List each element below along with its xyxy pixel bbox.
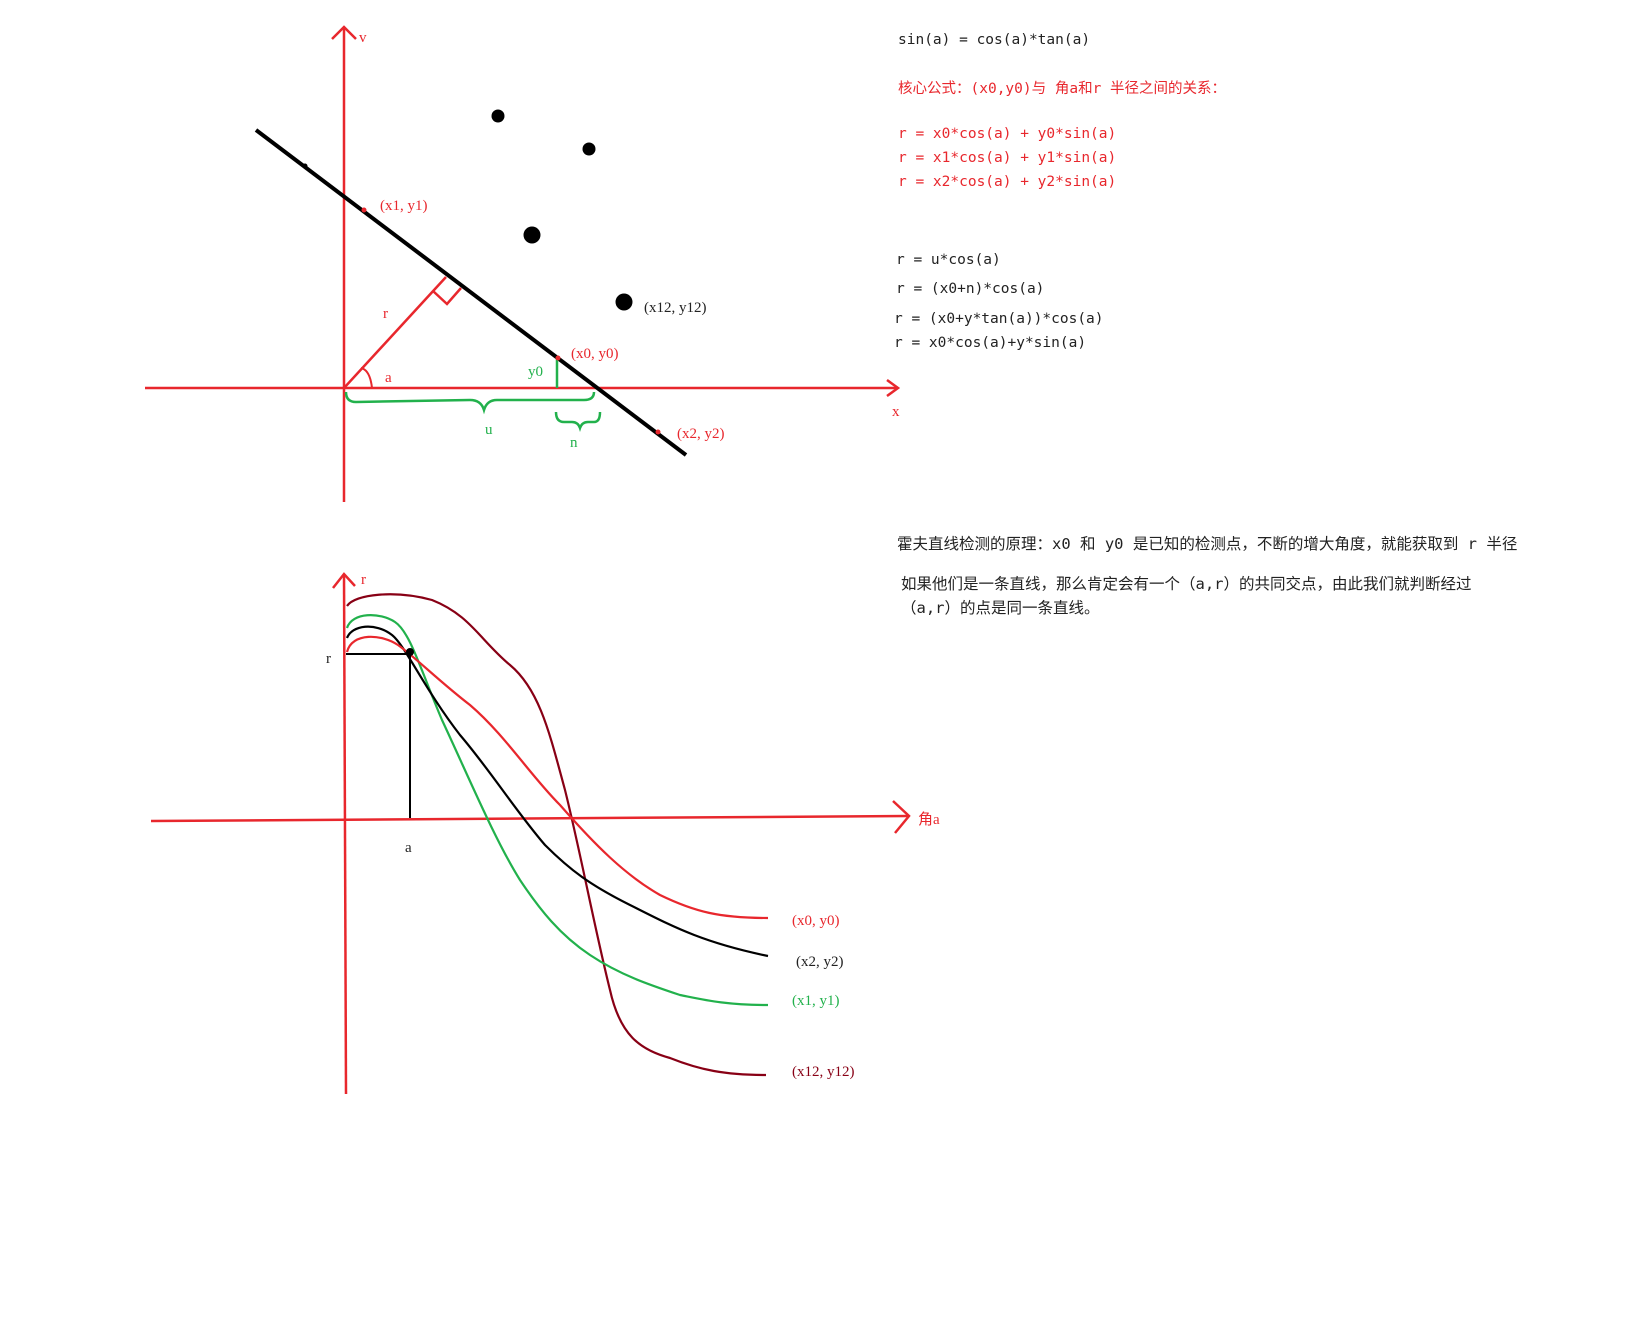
- detected-line: [254, 128, 688, 457]
- right-angle-marker: [432, 287, 462, 306]
- core-formula-title: 核心公式：(x0,y0)与 角a和r 半径之间的关系：: [898, 81, 1227, 97]
- label-n: n: [570, 435, 578, 451]
- angle-a-arc: [360, 367, 373, 389]
- top-diagram: v x (x1, y1) (x0, y0) (x2, y2) (x12, y12…: [145, 25, 901, 502]
- label-a: a: [385, 370, 392, 386]
- scatter-dot: [491, 109, 505, 123]
- curve-x0y0: [345, 635, 769, 920]
- legend-label-x1y1: (x1, y1): [792, 993, 840, 1009]
- u-brace: [344, 391, 596, 415]
- point-x12y12-dot: [615, 293, 633, 311]
- derivation-3: r = (x0+y*tan(a))*cos(a): [894, 311, 1104, 327]
- legend-label-x0y0: (x0, y0): [792, 913, 840, 929]
- bottom-y-axis: [342, 573, 348, 1095]
- bottom-label-r: r: [326, 651, 331, 667]
- bottom-x-axis-label: 角a: [918, 811, 940, 828]
- top-x-axis-label: x: [892, 404, 900, 420]
- label-y0: y0: [528, 364, 543, 380]
- line-tick-mark: [302, 163, 308, 169]
- point-x0y0-marker: [555, 355, 561, 361]
- principle-line-2: 如果他们是一条直线，那么肯定会有一个（a,r）的共同交点，由此我们就判断经过: [901, 575, 1472, 593]
- top-y-axis-label: v: [359, 30, 367, 46]
- curve-x12y12: [346, 593, 767, 1077]
- label-x12y12: (x12, y12): [644, 300, 707, 316]
- bottom-label-a: a: [405, 840, 412, 856]
- principle-line-3: （a,r）的点是同一条直线。: [901, 599, 1100, 617]
- legend-label-x12y12: (x12, y12): [792, 1064, 855, 1080]
- label-r: r: [383, 306, 388, 322]
- bottom-diagram: r 角a r a (x0, y0) (x2, y2) (x1, y1) (x12…: [150, 572, 940, 1095]
- bottom-y-axis-arrow: [332, 572, 356, 589]
- legend-label-x2y2: (x2, y2): [796, 954, 844, 970]
- core-formula-3: r = x2*cos(a) + y2*sin(a): [898, 174, 1117, 190]
- derivation-1: r = u*cos(a): [896, 252, 1001, 268]
- point-x1y1-marker: [361, 207, 367, 213]
- derivation-4: r = x0*cos(a)+y*sin(a): [894, 335, 1087, 351]
- core-formula-2: r = x1*cos(a) + y1*sin(a): [898, 150, 1117, 166]
- label-x2y2: (x2, y2): [677, 426, 725, 442]
- bottom-x-axis-arrow: [892, 800, 911, 834]
- curve-x2y2: [345, 625, 769, 958]
- top-x-axis-arrow: [886, 378, 901, 398]
- scatter-dot: [523, 226, 541, 244]
- identity-formula: sin(a) = cos(a)*tan(a): [898, 32, 1091, 48]
- derivation-2: r = (x0+n)*cos(a): [896, 281, 1045, 297]
- bottom-x-axis: [150, 814, 909, 823]
- n-brace: [554, 411, 602, 432]
- label-x1y1: (x1, y1): [380, 198, 428, 214]
- r-perpendicular: [343, 276, 447, 389]
- top-y-axis-arrow: [331, 25, 357, 40]
- scatter-dot: [582, 142, 596, 156]
- label-x0y0: (x0, y0): [571, 346, 619, 362]
- principle-line-1: 霍夫直线检测的原理：x0 和 y0 是已知的检测点，不断的增大角度，就能获取到 …: [897, 535, 1518, 553]
- common-intersection-point: [406, 648, 414, 656]
- label-u: u: [485, 422, 493, 438]
- bottom-y-axis-label: r: [361, 572, 366, 588]
- core-formula-1: r = x0*cos(a) + y0*sin(a): [898, 126, 1117, 142]
- point-x2y2-marker: [655, 429, 661, 435]
- curve-x1y1: [345, 614, 769, 1007]
